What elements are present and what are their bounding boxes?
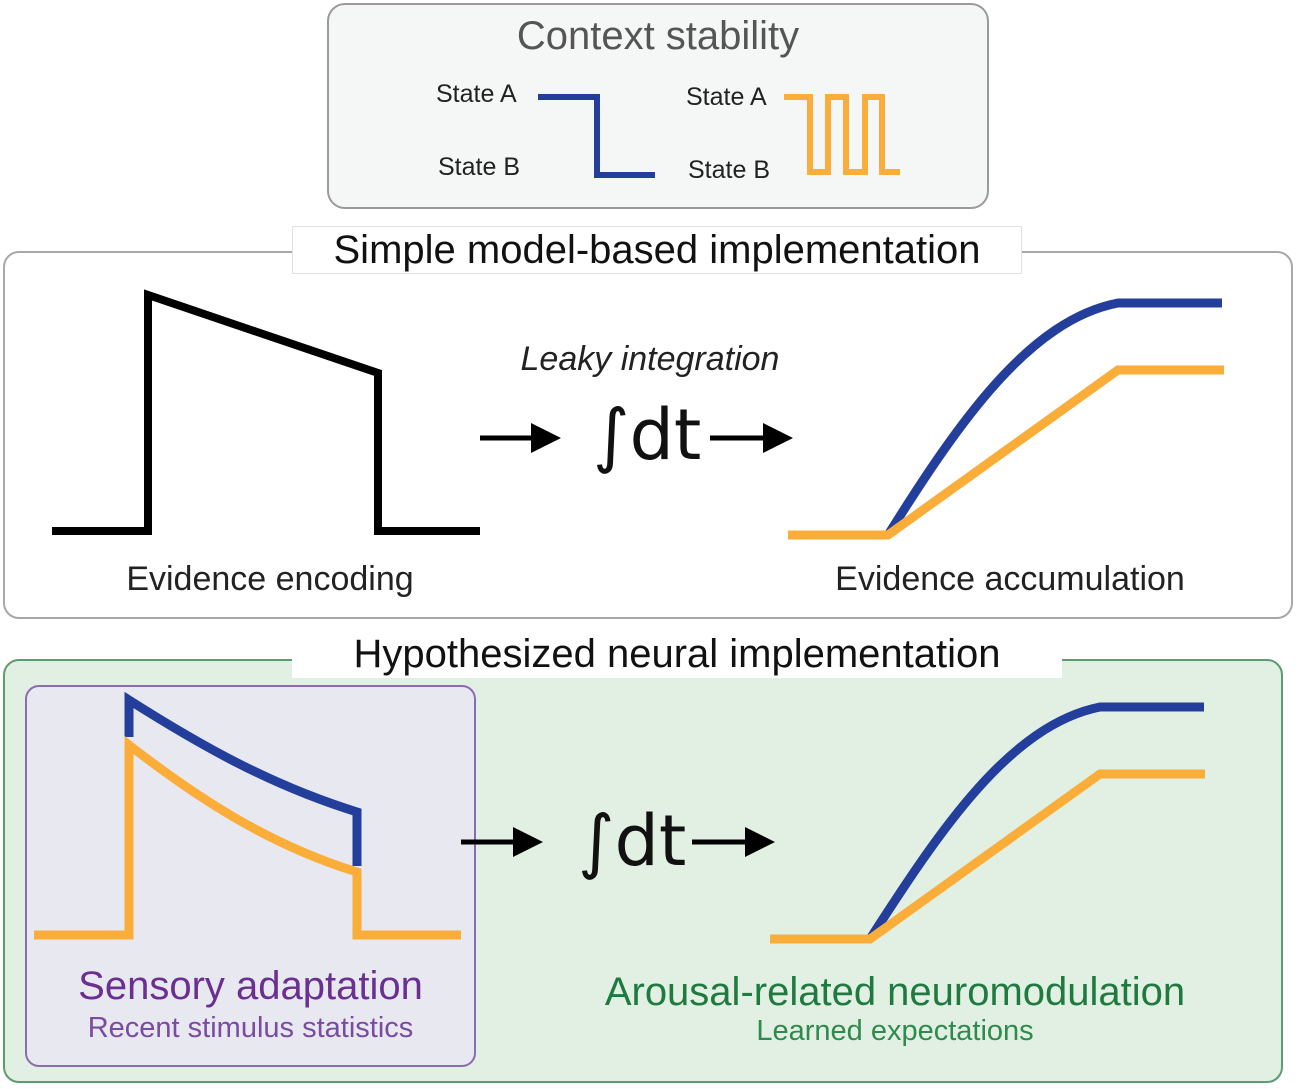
- context-stability-title: Context stability: [516, 14, 800, 58]
- integral-symbol-neural: ∫dt: [578, 800, 687, 882]
- leaky-integration-label: Leaky integration: [520, 340, 780, 378]
- volatile-state-a-label: State A: [686, 83, 767, 111]
- neuromodulation-subtitle: Learned expectations: [756, 1015, 1034, 1047]
- evidence-accumulation-caption: Evidence accumulation: [835, 560, 1185, 598]
- neural-implementation-title: Hypothesized neural implementation: [292, 632, 1062, 678]
- volatile-state-b-label: State B: [688, 156, 770, 184]
- neuromodulation-title: Arousal-related neuromodulation: [604, 970, 1186, 1014]
- sensory-adaptation-panel: [25, 685, 476, 1067]
- evidence-encoding-caption: Evidence encoding: [126, 560, 414, 598]
- sensory-adaptation-subtitle: Recent stimulus statistics: [87, 1012, 414, 1044]
- sensory-adaptation-title: Sensory adaptation: [78, 964, 423, 1008]
- stable-state-b-label: State B: [438, 153, 520, 181]
- simple-model-title: Simple model-based implementation: [292, 226, 1022, 274]
- integral-symbol-simple: ∫dt: [593, 394, 702, 476]
- stable-state-a-label: State A: [436, 80, 517, 108]
